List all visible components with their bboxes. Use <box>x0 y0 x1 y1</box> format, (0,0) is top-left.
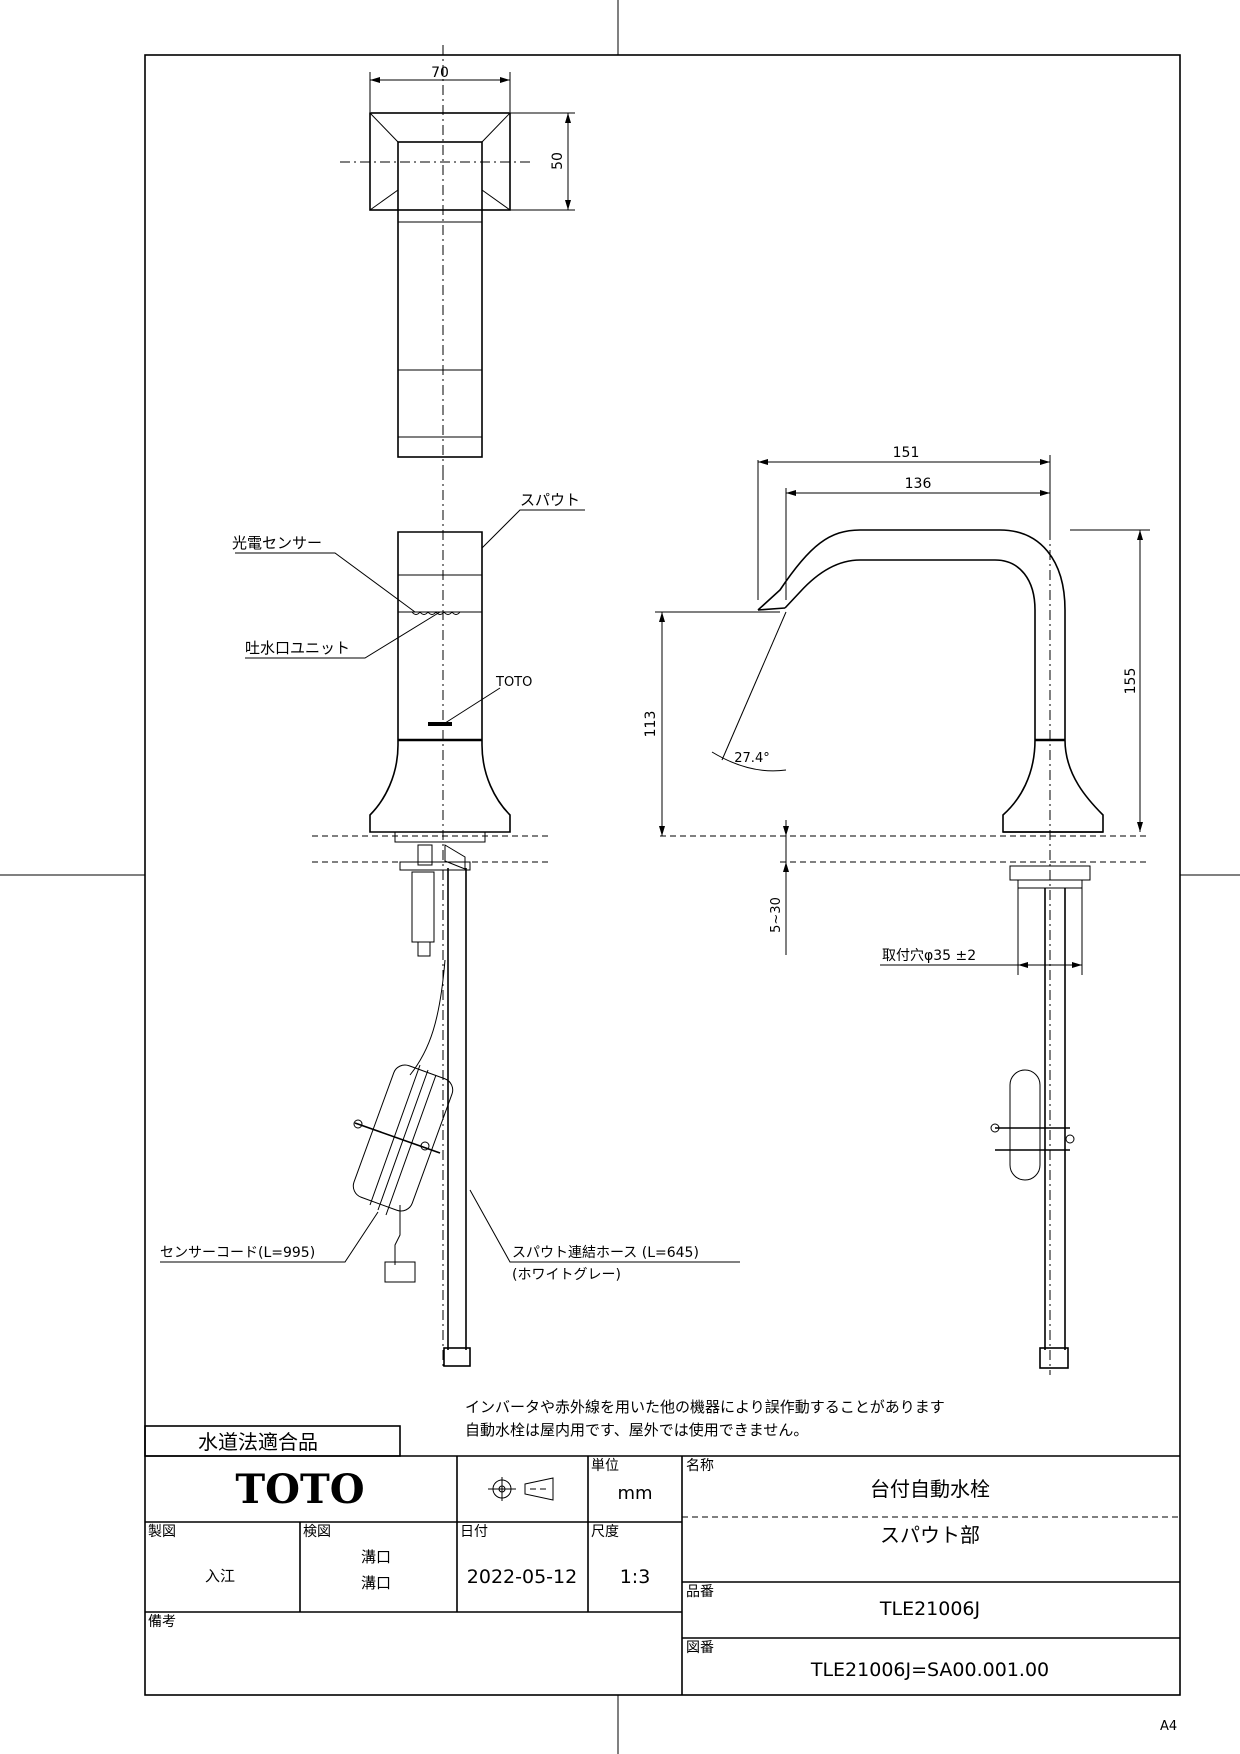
callout-outlet-unit: 吐水口ユニット <box>245 639 350 657</box>
name-label: 名称 <box>686 1458 714 1474</box>
side-view <box>660 510 1150 1375</box>
dim-top-depth: 50 <box>550 152 566 170</box>
scale-value: 1:3 <box>620 1566 651 1588</box>
company-logo: TOTO <box>235 1466 364 1513</box>
dim-angle: 27.4° <box>734 751 769 766</box>
callout-hose: スパウト連結ホース (L=645) <box>512 1245 699 1261</box>
dim-mount-hole: 取付穴φ35 ±2 <box>882 948 976 964</box>
note-line-1: インバータや赤外線を用いた他の機器により誤作動することがあります <box>465 1398 945 1416</box>
projection-symbol-icon <box>488 1477 554 1501</box>
callout-leaders <box>160 509 740 1263</box>
top-view-dimensions <box>369 72 575 211</box>
compliance-label: 水道法適合品 <box>198 1430 318 1454</box>
drawn-value: 入江 <box>205 1567 235 1585</box>
remarks-label: 備考 <box>148 1614 176 1630</box>
dim-top-width: 70 <box>431 65 449 81</box>
name-sub: スパウト部 <box>880 1523 980 1547</box>
name-value: 台付自動水栓 <box>870 1477 990 1501</box>
drawing-no-value: TLE21006J=SA00.001.00 <box>810 1659 1049 1681</box>
part-no-value: TLE21006J <box>879 1598 980 1620</box>
callout-hose-color: (ホワイトグレー) <box>512 1267 621 1283</box>
unit-label: 単位 <box>591 1458 619 1474</box>
checked-value-2: 溝口 <box>361 1574 391 1592</box>
note-line-2: 自動水栓は屋内用です、屋外では使用できません。 <box>465 1421 808 1439</box>
dim-height-outlet: 113 <box>643 711 659 738</box>
callout-sensor-cord: センサーコード(L=995) <box>160 1245 315 1261</box>
dim-reach-spout: 136 <box>905 476 932 492</box>
top-view <box>340 45 530 470</box>
drawing-no-label: 図番 <box>686 1640 714 1656</box>
callout-brand-mark: TOTO <box>495 675 532 690</box>
date-value: 2022-05-12 <box>467 1566 577 1588</box>
side-view-dimensions <box>655 455 1150 975</box>
drawn-label: 製図 <box>148 1524 176 1540</box>
dim-height-total: 155 <box>1123 668 1139 695</box>
checked-value-1: 溝口 <box>361 1548 391 1566</box>
scale-label: 尺度 <box>591 1524 619 1540</box>
title-block-grid <box>144 1425 1180 1695</box>
checked-label: 検図 <box>303 1524 331 1540</box>
dim-deck-range: 5~30 <box>769 897 784 933</box>
callout-spout: スパウト <box>520 491 580 509</box>
dim-reach-total: 151 <box>893 445 920 461</box>
callout-photo-sensor: 光電センサー <box>232 534 322 552</box>
front-view <box>312 470 550 1370</box>
part-no-label: 品番 <box>686 1584 714 1600</box>
paper-size: A4 <box>1160 1719 1177 1734</box>
date-label: 日付 <box>460 1524 488 1540</box>
unit-value: mm <box>617 1483 652 1504</box>
